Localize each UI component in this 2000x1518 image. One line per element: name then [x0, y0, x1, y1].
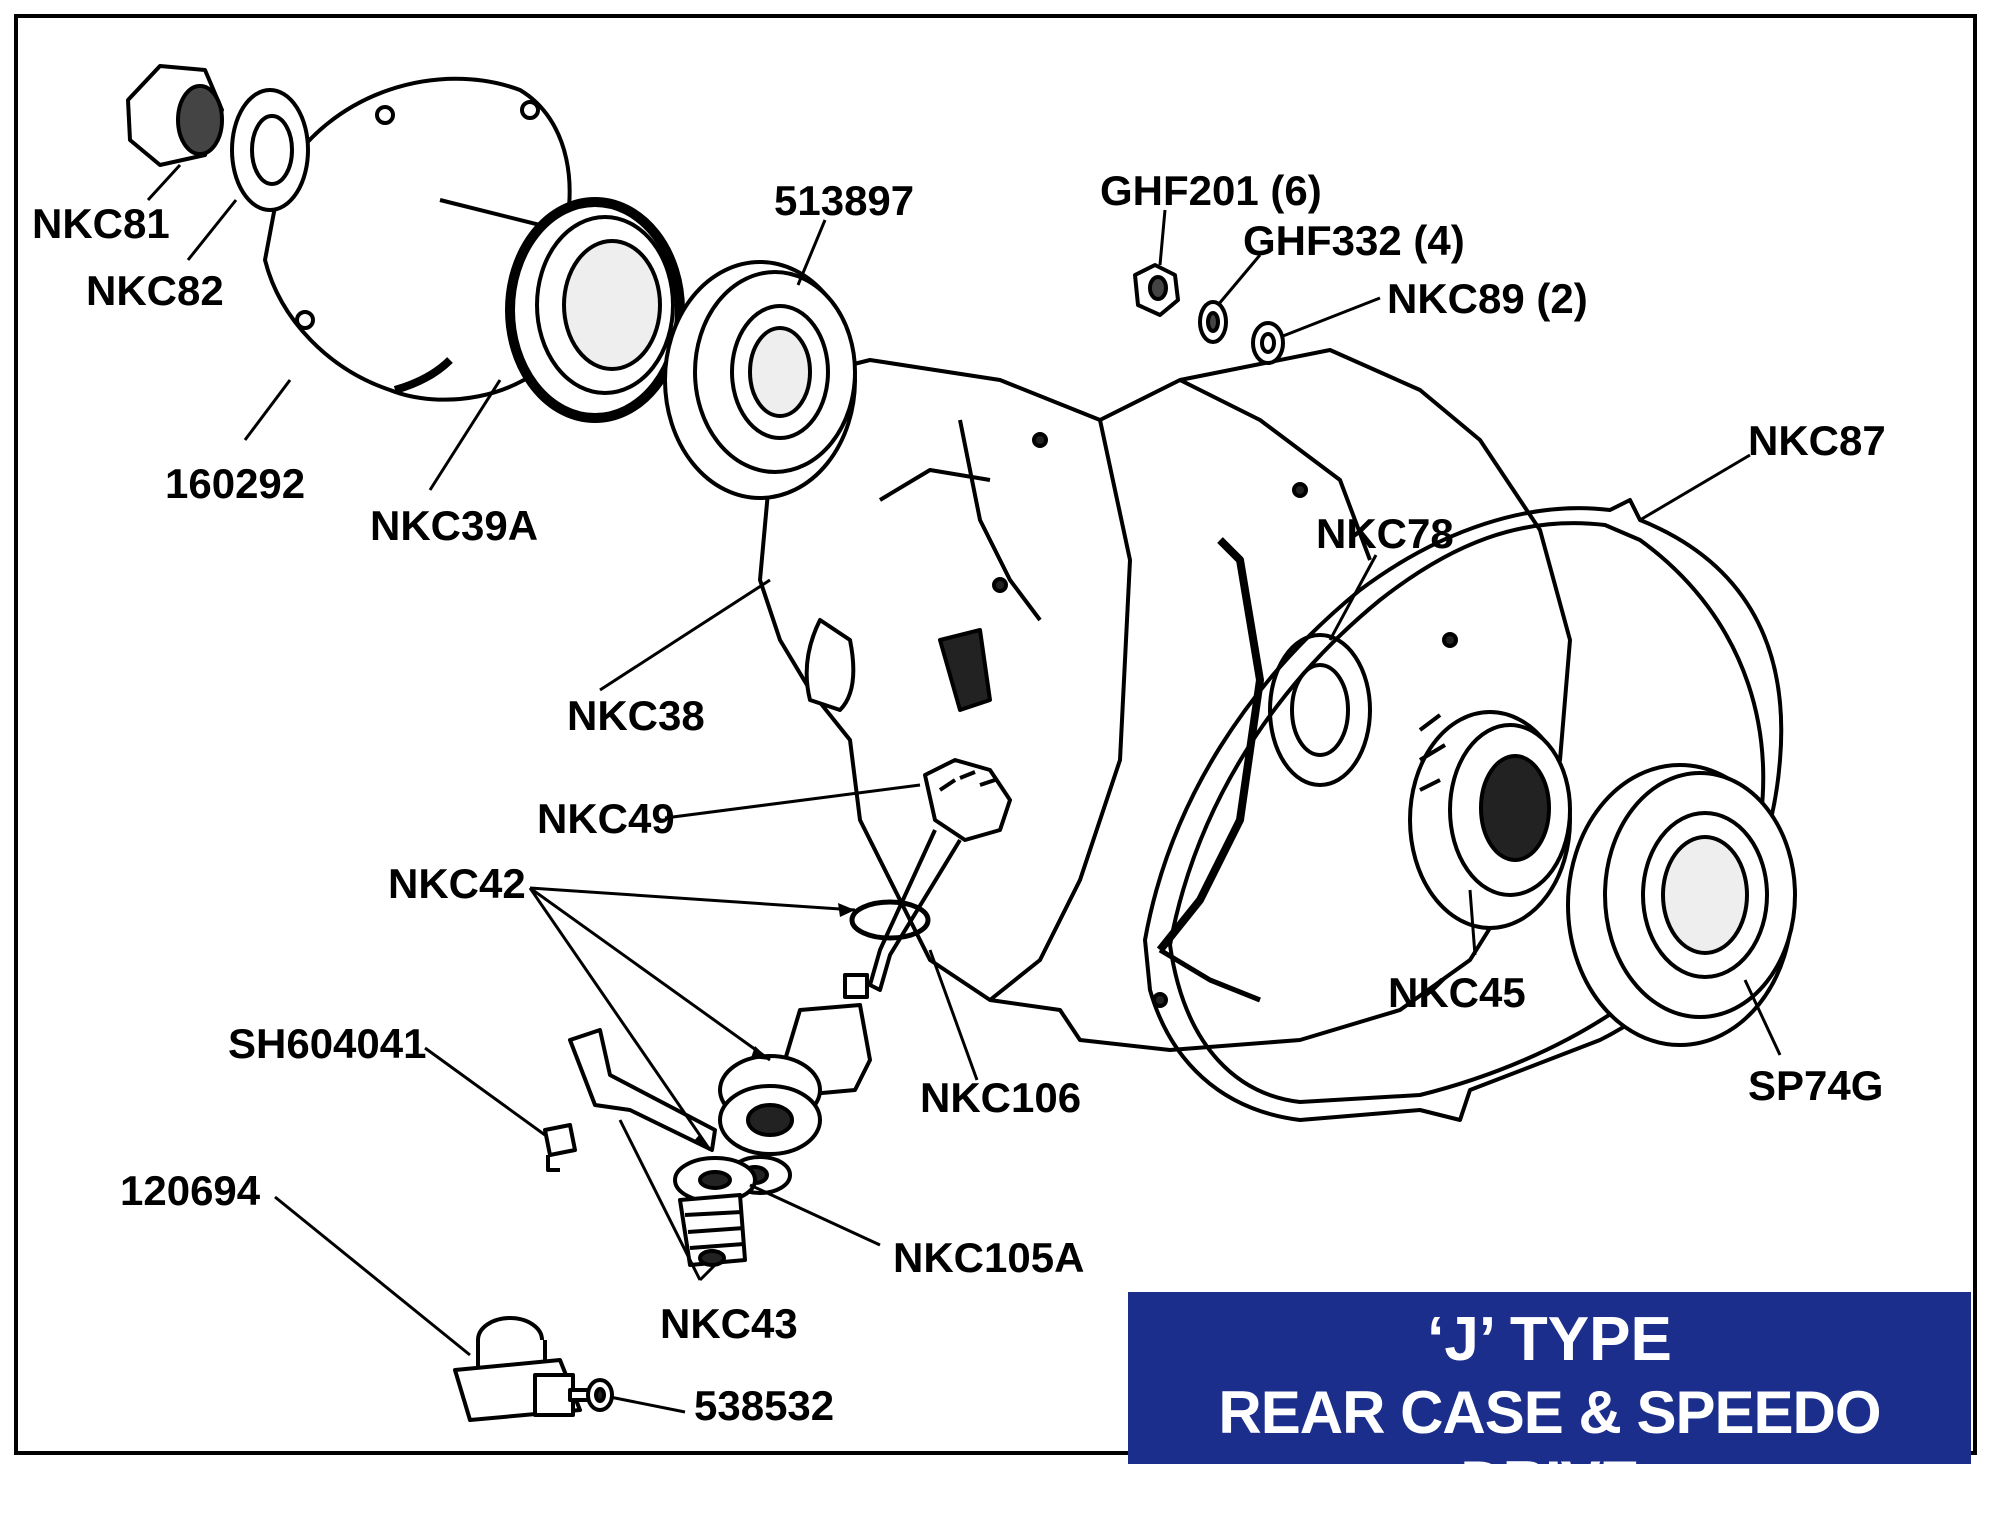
nkc45-part [1408, 710, 1572, 930]
gasket-part [1143, 498, 1784, 1122]
washer-538532-part [586, 1378, 614, 1412]
label-nkc81: NKC81 [32, 200, 170, 247]
label-538532: 538532 [694, 1382, 834, 1429]
diagram-drawing: NKC81 NKC82 160292 NKC39A 513897 GHF201 … [32, 64, 1886, 1429]
angle-drive-part [453, 1316, 602, 1422]
oil-seal-part [505, 197, 685, 423]
bearing-513897-part [663, 260, 857, 500]
label-nkc42: NKC42 [388, 860, 526, 907]
part-labels: NKC81 NKC82 160292 NKC39A 513897 GHF201 … [32, 167, 1886, 1429]
rear-case-part [758, 348, 1572, 1052]
nut-ghf201-part [1133, 263, 1180, 317]
label-nkc87: NKC87 [1748, 417, 1886, 464]
o-ring-part [849, 899, 931, 941]
washer-nkc82-part [230, 88, 310, 212]
washer-ghf332-part [1198, 300, 1228, 344]
title-line-2: REAR CASE & SPEEDO DRIVE [1218, 1379, 1881, 1516]
sp74g-bearing-part [1566, 763, 1797, 1047]
title-line-1: ‘J’ TYPE [1427, 1305, 1672, 1374]
label-nkc82: NKC82 [86, 267, 224, 314]
label-120694: 120694 [120, 1167, 261, 1214]
label-nkc38: NKC38 [567, 692, 705, 739]
label-513897: 513897 [774, 177, 914, 224]
washer-nkc89-part [1251, 321, 1285, 365]
diagram-border [14, 14, 1977, 1455]
label-nkc105a: NKC105A [893, 1234, 1084, 1281]
lock-plate-part [543, 1028, 717, 1172]
nut-nkc81-part [126, 64, 224, 167]
label-nkc45: NKC45 [1388, 969, 1526, 1016]
label-nkc89: NKC89 (2) [1387, 275, 1588, 322]
title-panel: ‘J’ TYPE REAR CASE & SPEEDO DRIVE [1128, 1292, 1971, 1516]
exploded-diagram: NKC81 NKC82 160292 NKC39A 513897 GHF201 … [14, 14, 1977, 1516]
label-160292: 160292 [165, 460, 305, 507]
label-nkc43: NKC43 [660, 1300, 798, 1347]
nkc43-part [673, 1156, 757, 1267]
label-nkc49: NKC49 [537, 795, 675, 842]
label-ghf201: GHF201 (6) [1100, 167, 1322, 214]
speedo-housing-part [718, 1003, 872, 1195]
label-nkc78: NKC78 [1316, 510, 1454, 557]
label-nkc39a: NKC39A [370, 502, 538, 549]
arrowheads [693, 903, 855, 1150]
leader-lines [146, 163, 1782, 1414]
label-sp74g: SP74G [1748, 1062, 1883, 1109]
label-ghf332: GHF332 (4) [1243, 217, 1465, 264]
label-sh604041: SH604041 [228, 1020, 427, 1067]
label-nkc106: NKC106 [920, 1074, 1081, 1121]
